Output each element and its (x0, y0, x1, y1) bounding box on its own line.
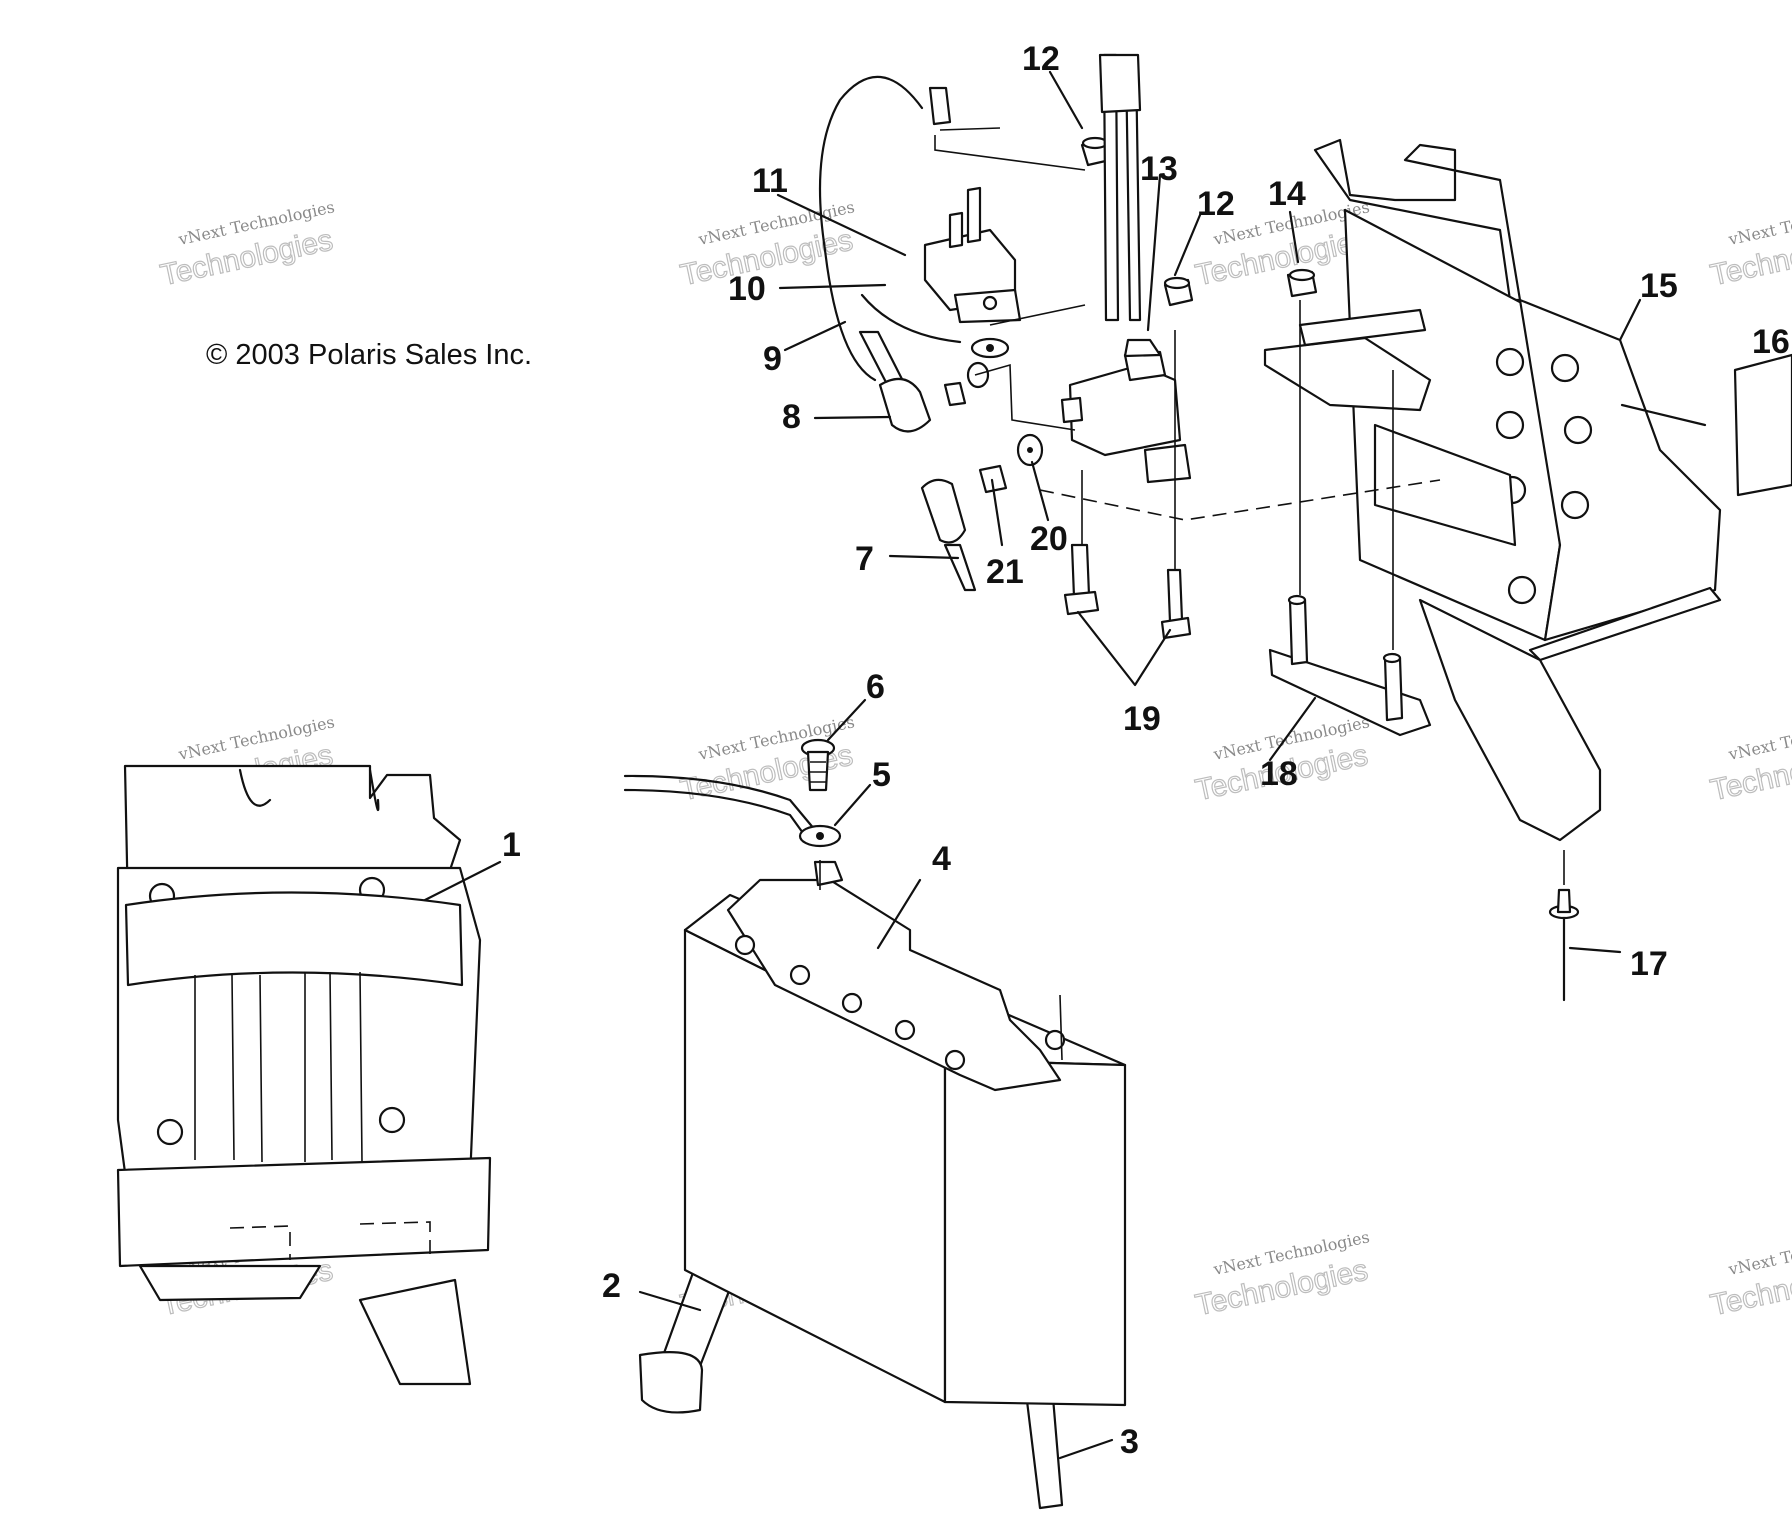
relay-part (923, 86, 1022, 324)
callout-13: 13 (1140, 150, 1178, 188)
callout-16: 16 (1752, 323, 1790, 361)
callout-7: 7 (855, 540, 874, 578)
callout-19: 19 (1123, 700, 1161, 738)
callout-8: 8 (782, 398, 801, 436)
mounting-bolt-part (1160, 568, 1192, 640)
callout-12-lower: 12 (1197, 185, 1235, 223)
callout-11: 11 (752, 162, 788, 200)
callout-6: 6 (866, 668, 885, 706)
washer-part (966, 361, 1044, 467)
callout-18: 18 (1260, 755, 1298, 793)
watermark: vNext Technologies Technologies (1192, 1227, 1371, 1323)
nut-part (1163, 276, 1194, 307)
callout-12-upper: 12 (1022, 40, 1060, 78)
callout-9: 9 (763, 340, 782, 378)
terminal-boot-part (858, 330, 932, 433)
callout-15: 15 (1640, 267, 1678, 305)
callout-14: 14 (1268, 175, 1306, 213)
watermark: vNext Technologies Technologies (157, 197, 336, 293)
positive-cable-part (920, 478, 977, 592)
callout-21: 21 (986, 553, 1024, 591)
watermark: vNext Technologies Technologies (1707, 197, 1792, 293)
wire-leads-part (818, 75, 1010, 382)
watermark: vNext Technologies Technologies (1707, 712, 1792, 808)
callout-5: 5 (872, 756, 891, 794)
callout-17: 17 (1630, 945, 1668, 983)
copyright-notice: © 2003 Polaris Sales Inc. (206, 339, 532, 371)
callout-20: 20 (1030, 520, 1068, 558)
callout-3: 3 (1120, 1423, 1139, 1461)
ground-cable-part (623, 774, 842, 848)
callout-labels: 1 2 3 4 5 6 7 8 9 10 11 12 12 13 14 15 1… (502, 40, 1790, 1461)
leader-lines (423, 70, 1707, 1460)
rivet-part (1548, 888, 1580, 1002)
callout-10: 10 (728, 270, 766, 308)
decal-part (1733, 353, 1792, 497)
nut-part (1286, 268, 1318, 298)
battery-part (683, 860, 1127, 1407)
watermark-text-small: vNext Technologies (1726, 1227, 1792, 1279)
watermark: vNext Technologies Technologies (677, 197, 856, 293)
callout-1: 1 (502, 826, 521, 864)
stud-plate-part (1268, 594, 1432, 737)
callout-2: 2 (602, 1267, 621, 1305)
watermark-text-small: vNext Technologies (1726, 712, 1792, 764)
starter-solenoid-part (1060, 53, 1192, 484)
mounting-bracket-part (1263, 138, 1722, 842)
mounting-bolt-part (1063, 543, 1100, 616)
terminal-bolt-part (800, 738, 836, 792)
callout-4: 4 (932, 840, 951, 878)
nut-part (943, 381, 1008, 494)
watermark: vNext Technologies Technologies (1707, 1227, 1792, 1323)
watermark-text-small: vNext Technologies (1726, 197, 1792, 249)
battery-tray-part (116, 764, 492, 1386)
